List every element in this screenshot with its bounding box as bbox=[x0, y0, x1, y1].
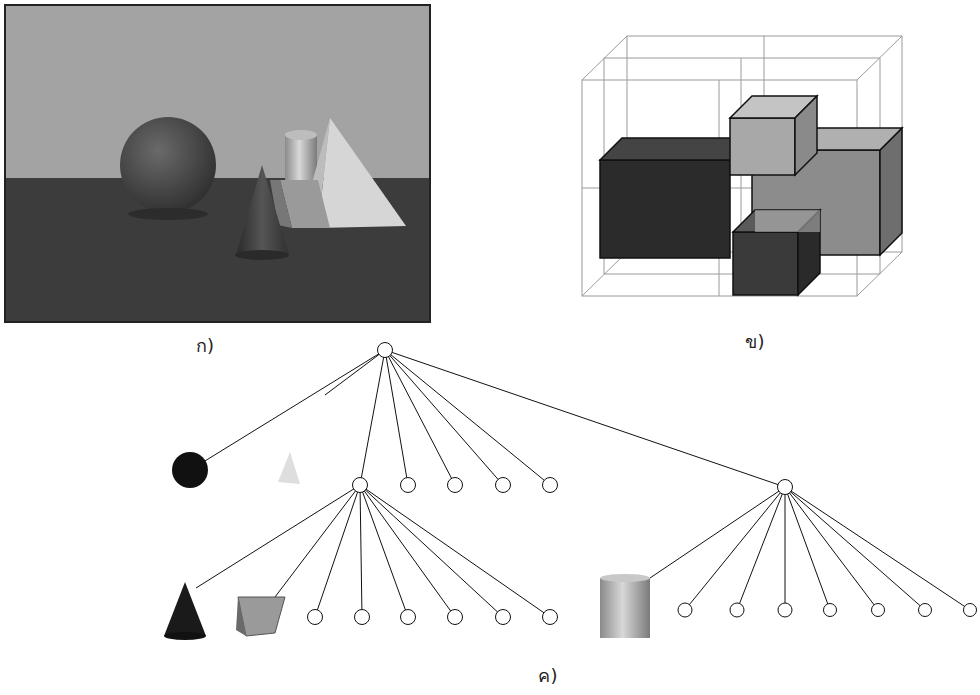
panel-label: ก) bbox=[196, 335, 214, 357]
rendered-scene bbox=[5, 5, 430, 322]
octree-cube bbox=[582, 36, 902, 296]
octree-tree bbox=[196, 343, 977, 625]
octree-blocks bbox=[600, 96, 902, 295]
tree-icons bbox=[164, 452, 650, 640]
panel-label: ข) bbox=[745, 331, 764, 353]
panel-label: ค) bbox=[538, 665, 557, 687]
